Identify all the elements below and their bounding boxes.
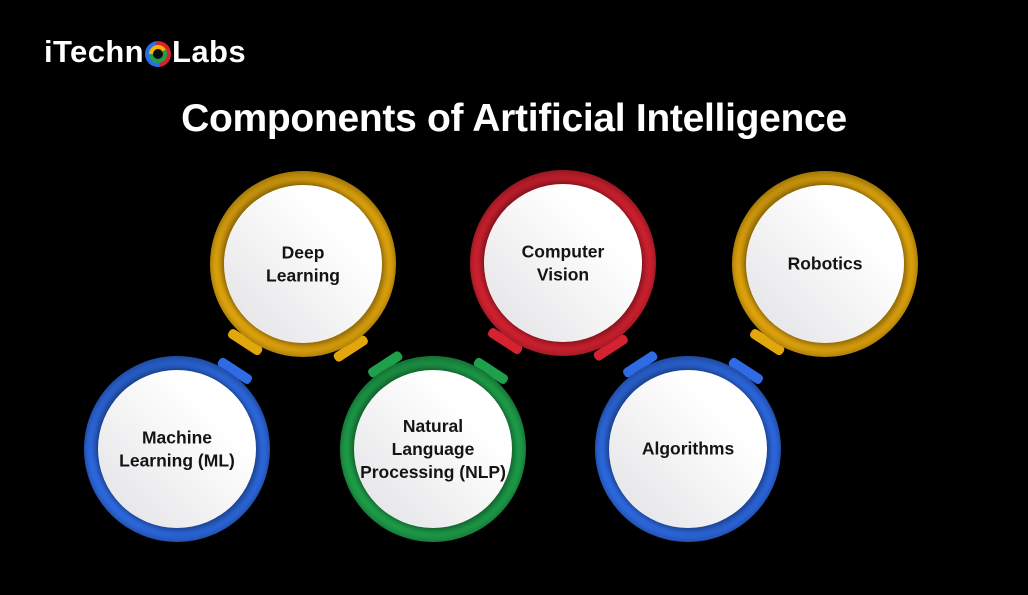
node-computer-vision: Computer Vision: [470, 170, 656, 363]
node-nlp: Natural Language Processing (NLP): [340, 349, 526, 542]
node-robotics: Robotics: [732, 171, 918, 357]
node-inner-disc: [224, 185, 382, 343]
itechnolabs-logo: iTechn Labs: [44, 31, 246, 73]
node-algorithms: Algorithms: [595, 349, 781, 542]
node-label: Computer Vision: [521, 241, 605, 284]
node-inner-disc: [354, 370, 512, 528]
logo-swirl-o-icon: [145, 41, 172, 67]
node-label: Algorithms: [641, 438, 735, 459]
logo-text-suffix: Labs: [172, 34, 246, 69]
page-title: Components of Artificial Intelligence: [181, 97, 847, 140]
node-deep-learning: Deep Learning: [210, 171, 396, 364]
logo-text-prefix: iTechn: [44, 34, 145, 69]
node-label: Machine Learning (ML): [119, 427, 235, 470]
node-inner-disc: [746, 185, 904, 343]
node-label: Deep Learning: [266, 242, 340, 285]
node-machine-learning: Machine Learning (ML): [84, 356, 270, 542]
node-inner-disc: [609, 370, 767, 528]
node-label: Natural Language Processing (NLP): [360, 415, 506, 482]
node-label: Robotics: [787, 253, 863, 274]
node-inner-disc: [484, 184, 642, 342]
node-inner-disc: [98, 370, 256, 528]
